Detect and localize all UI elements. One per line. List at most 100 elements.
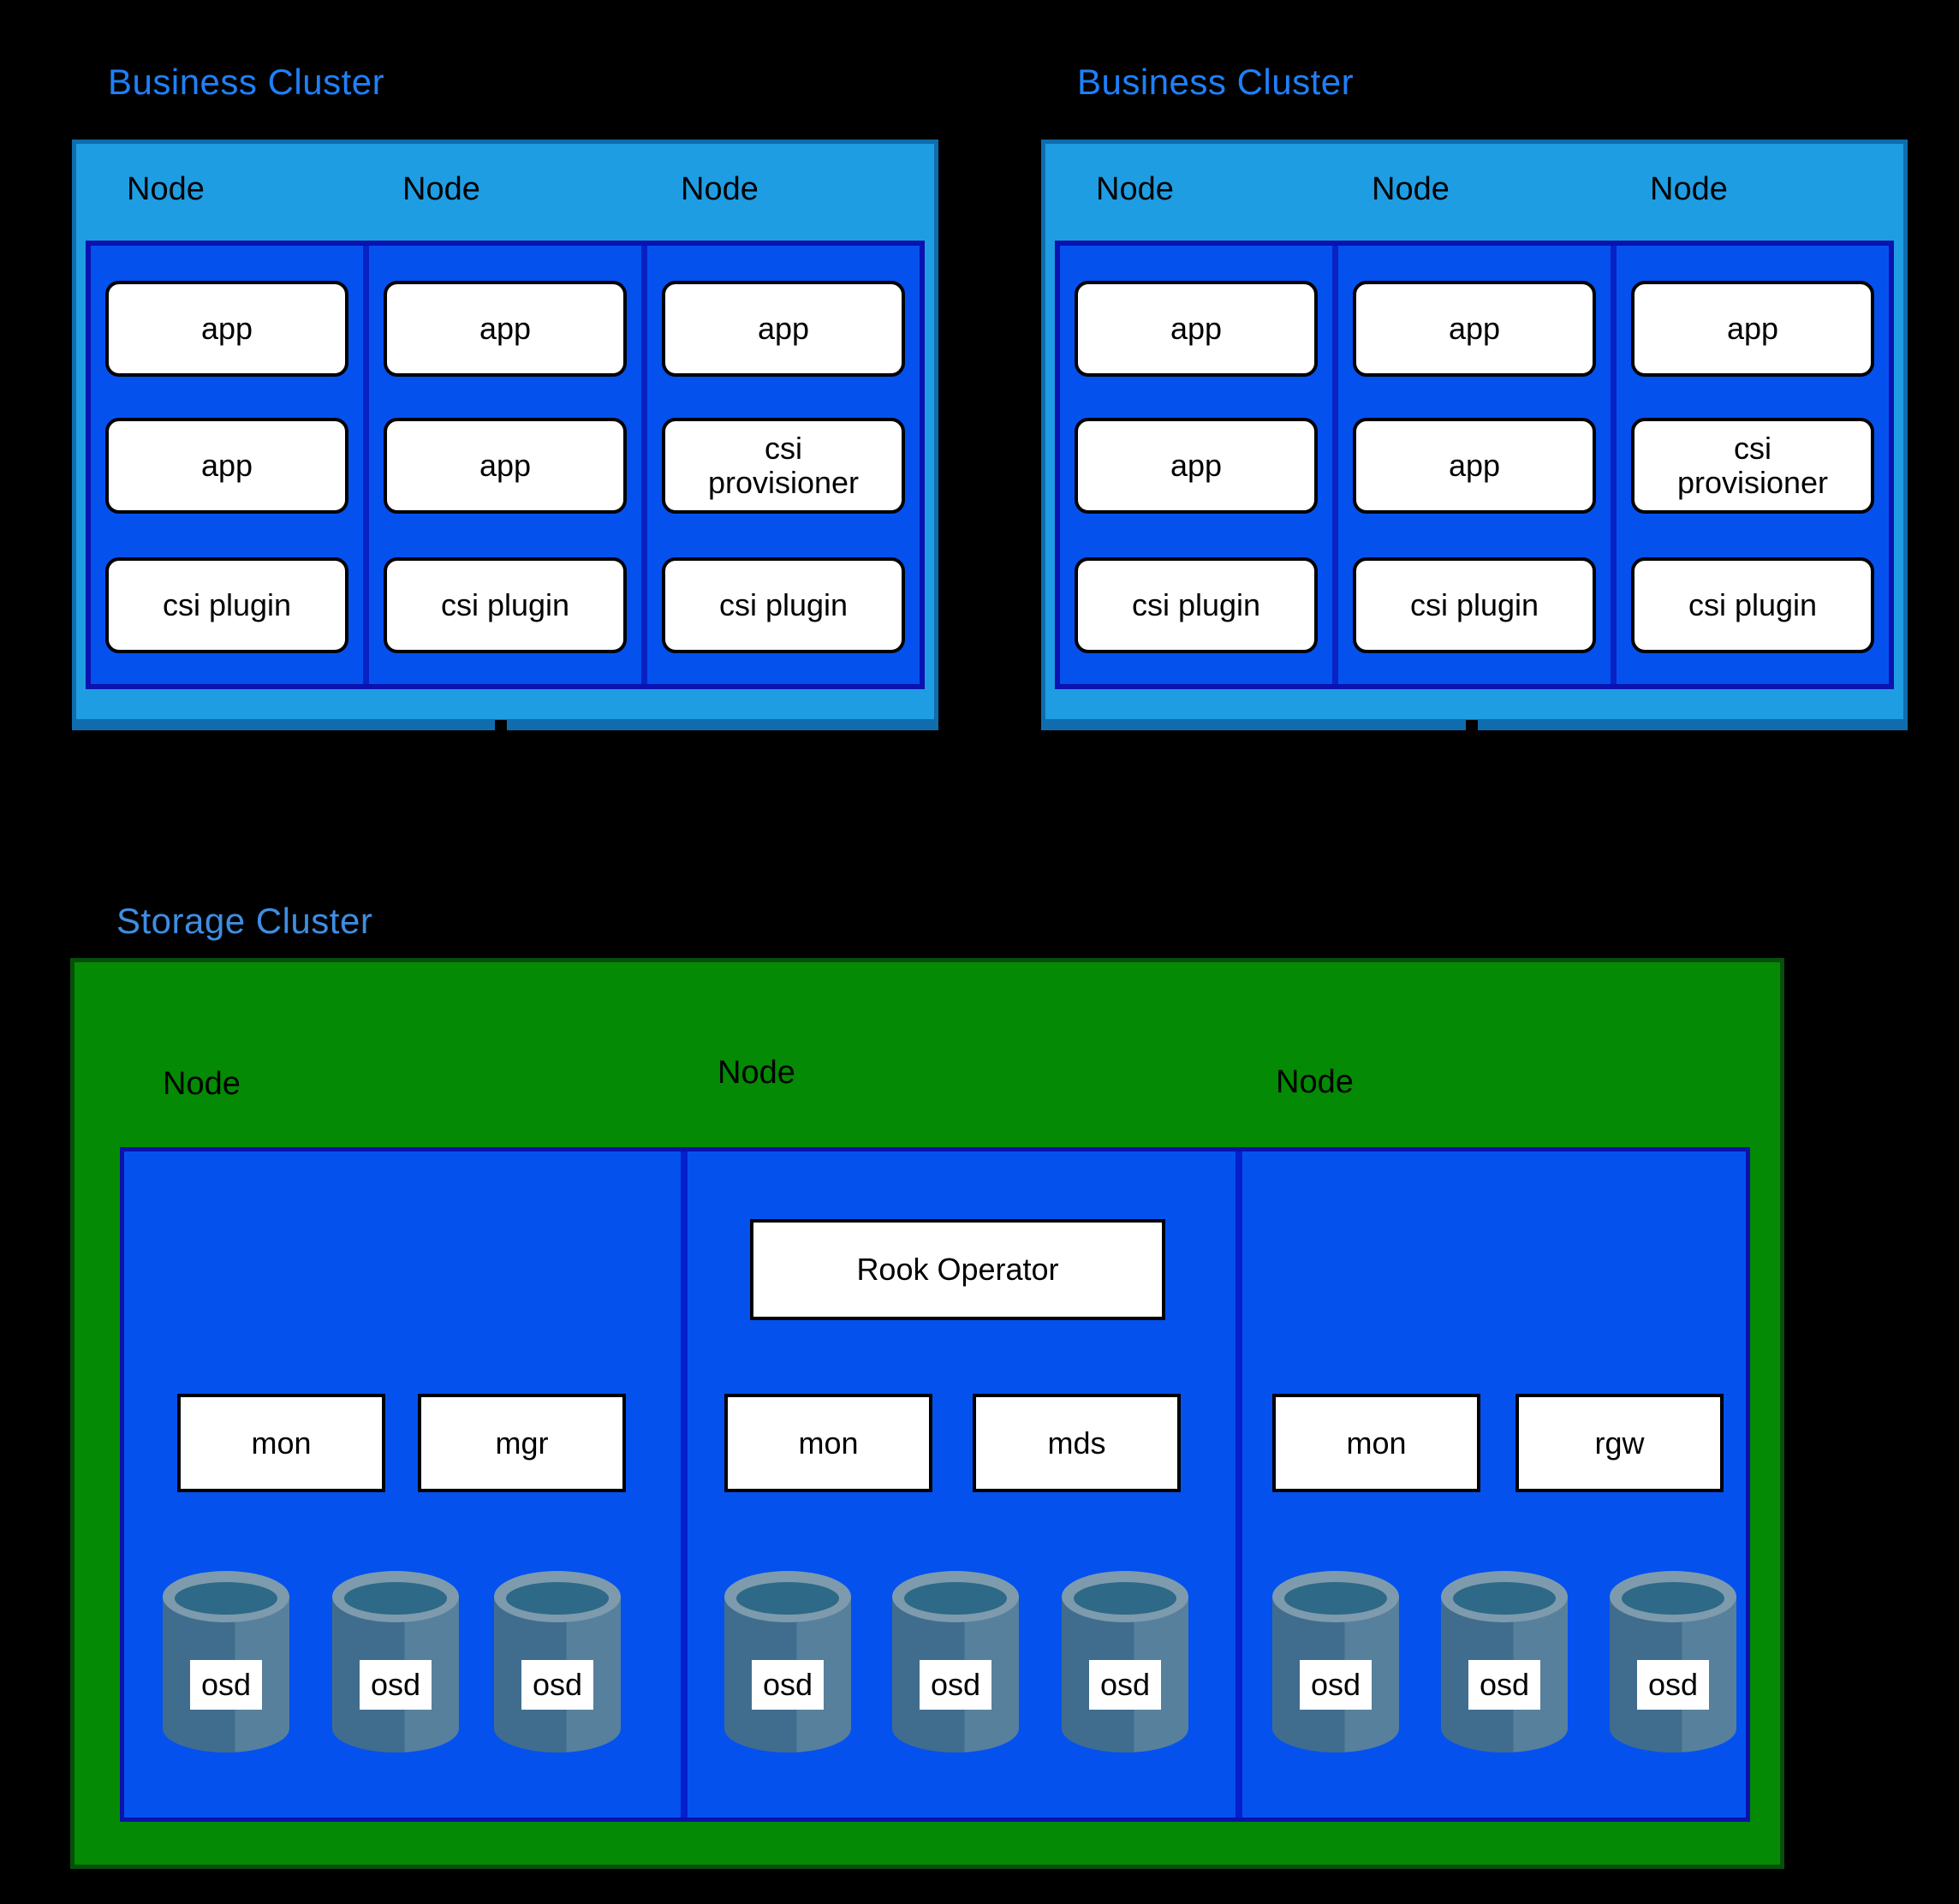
node-label: Node bbox=[718, 1055, 795, 1091]
cylinder-top bbox=[332, 1571, 459, 1622]
pod-app: app bbox=[1075, 418, 1318, 514]
pod-label: app bbox=[479, 447, 532, 483]
osd-cylinder: osd bbox=[892, 1571, 1019, 1776]
pod-app: app bbox=[1631, 281, 1874, 377]
business-cluster-1-nodes-area: app app csi plugin app app csi plugin ap… bbox=[86, 241, 925, 689]
node-label: Node bbox=[1650, 171, 1728, 207]
node-column: app csi provisioner csi plugin bbox=[1617, 246, 1889, 684]
column-divider bbox=[1611, 246, 1617, 684]
column-divider bbox=[1332, 246, 1338, 684]
osd-cylinder: osd bbox=[1062, 1571, 1188, 1776]
osd-label: osd bbox=[1089, 1660, 1161, 1710]
osd-label: osd bbox=[521, 1660, 593, 1710]
pod-label: app bbox=[757, 310, 810, 346]
pod-label: csi provisioner bbox=[1676, 430, 1829, 500]
daemon-mds: mds bbox=[973, 1394, 1181, 1492]
daemon-label: mon bbox=[1346, 1425, 1407, 1461]
pod-label: csi plugin bbox=[162, 586, 292, 622]
cylinder-top bbox=[1441, 1571, 1568, 1622]
osd-cylinder: osd bbox=[1272, 1571, 1399, 1776]
node-label: Node bbox=[1276, 1064, 1354, 1100]
cylinder-top bbox=[724, 1571, 851, 1622]
pod-app: app bbox=[1075, 281, 1318, 377]
node-column: app app csi plugin bbox=[369, 246, 641, 684]
business-cluster-1: Node Node Node app app csi plugin app ap… bbox=[72, 140, 938, 730]
pod-csi-plugin: csi plugin bbox=[1075, 557, 1318, 653]
pod-label: csi provisioner bbox=[707, 430, 860, 500]
rook-operator-label: Rook Operator bbox=[856, 1252, 1059, 1287]
daemon-label: mon bbox=[251, 1425, 312, 1461]
pod-csi-plugin: csi plugin bbox=[384, 557, 627, 653]
osd-label: osd bbox=[1300, 1660, 1372, 1710]
daemon-mon: mon bbox=[177, 1394, 385, 1492]
cylinder-hole bbox=[344, 1582, 447, 1615]
pod-label: csi plugin bbox=[1688, 586, 1818, 622]
pod-csi-provisioner: csi provisioner bbox=[1631, 418, 1874, 514]
node-column: app csi provisioner csi plugin bbox=[647, 246, 920, 684]
pod-label: app bbox=[1448, 447, 1501, 483]
pod-label: app bbox=[1726, 310, 1779, 346]
cylinder-hole bbox=[506, 1582, 609, 1615]
connector-tick bbox=[1466, 720, 1478, 732]
cylinder-top bbox=[1062, 1571, 1188, 1622]
pod-label: app bbox=[1448, 310, 1501, 346]
pod-label: csi plugin bbox=[1409, 586, 1539, 622]
node-label: Node bbox=[163, 1066, 241, 1102]
daemon-label: mds bbox=[1047, 1425, 1106, 1461]
pod-app: app bbox=[1353, 418, 1596, 514]
cylinder-hole bbox=[1284, 1582, 1387, 1615]
osd-label: osd bbox=[360, 1660, 432, 1710]
pod-csi-plugin: csi plugin bbox=[662, 557, 905, 653]
column-divider bbox=[1236, 1151, 1242, 1818]
pod-label: app bbox=[479, 310, 532, 346]
pod-label: csi plugin bbox=[1131, 586, 1261, 622]
osd-cylinder: osd bbox=[494, 1571, 621, 1776]
daemon-label: mon bbox=[798, 1425, 859, 1461]
cylinder-hole bbox=[1622, 1582, 1724, 1615]
pod-app: app bbox=[384, 418, 627, 514]
pod-app: app bbox=[105, 281, 348, 377]
osd-label: osd bbox=[1468, 1660, 1540, 1710]
storage-cluster: Node Node Node Rook Operator mon mgr mon… bbox=[70, 958, 1784, 1869]
pod-label: csi plugin bbox=[440, 586, 570, 622]
osd-cylinder: osd bbox=[332, 1571, 459, 1776]
cylinder-hole bbox=[736, 1582, 839, 1615]
node-label: Node bbox=[1372, 171, 1450, 207]
cylinder-hole bbox=[1453, 1582, 1556, 1615]
osd-cylinder: osd bbox=[724, 1571, 851, 1776]
business-cluster-2-nodes-area: app app csi plugin app app csi plugin ap… bbox=[1055, 241, 1894, 689]
column-divider bbox=[641, 246, 647, 684]
cylinder-top bbox=[1272, 1571, 1399, 1622]
pod-label: app bbox=[1170, 310, 1223, 346]
osd-label: osd bbox=[190, 1660, 262, 1710]
node-label: Node bbox=[127, 171, 205, 207]
osd-label: osd bbox=[920, 1660, 991, 1710]
osd-cylinder: osd bbox=[1441, 1571, 1568, 1776]
cylinder-top bbox=[892, 1571, 1019, 1622]
pod-csi-plugin: csi plugin bbox=[1631, 557, 1874, 653]
node-column: app app csi plugin bbox=[91, 246, 363, 684]
cylinder-hole bbox=[175, 1582, 277, 1615]
daemon-mon: mon bbox=[1272, 1394, 1480, 1492]
pod-csi-plugin: csi plugin bbox=[105, 557, 348, 653]
node-label: Node bbox=[402, 171, 480, 207]
node-column: app app csi plugin bbox=[1338, 246, 1611, 684]
pod-csi-provisioner: csi provisioner bbox=[662, 418, 905, 514]
daemon-label: rgw bbox=[1594, 1425, 1645, 1461]
column-divider bbox=[681, 1151, 688, 1818]
cylinder-hole bbox=[1074, 1582, 1176, 1615]
business-cluster-2-title: Business Cluster bbox=[1077, 62, 1355, 102]
cylinder-hole bbox=[904, 1582, 1007, 1615]
osd-label: osd bbox=[752, 1660, 824, 1710]
storage-cluster-nodes-area: Rook Operator mon mgr mon mds mon rgw os… bbox=[120, 1147, 1750, 1822]
storage-cluster-title: Storage Cluster bbox=[116, 901, 373, 941]
pod-csi-plugin: csi plugin bbox=[1353, 557, 1596, 653]
pod-label: app bbox=[200, 310, 253, 346]
pod-label: csi plugin bbox=[718, 586, 849, 622]
business-cluster-2: Node Node Node app app csi plugin app ap… bbox=[1041, 140, 1908, 730]
osd-label: osd bbox=[1637, 1660, 1709, 1710]
business-cluster-1-title: Business Cluster bbox=[108, 62, 385, 102]
pod-label: app bbox=[1170, 447, 1223, 483]
daemon-mon: mon bbox=[724, 1394, 932, 1492]
daemon-mgr: mgr bbox=[418, 1394, 626, 1492]
